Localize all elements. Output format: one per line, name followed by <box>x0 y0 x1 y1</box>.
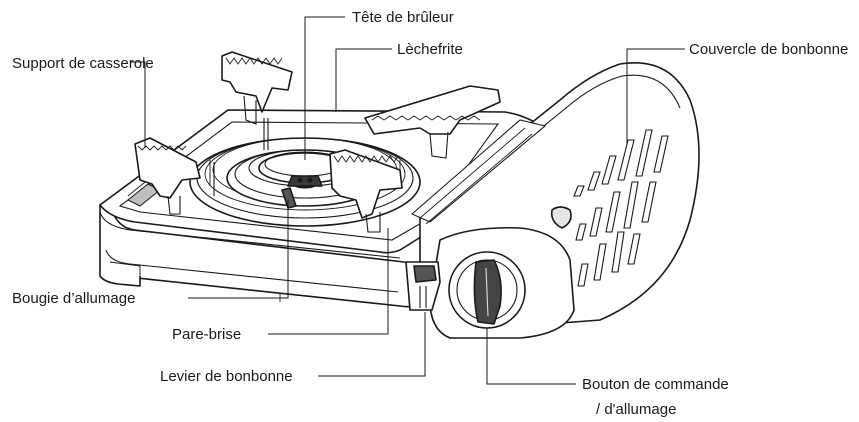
stove-illustration <box>99 51 700 339</box>
igniter-plug <box>281 187 297 209</box>
label-burner-head: Tête de brûleur <box>352 9 454 26</box>
label-pan-support: Support de casserole <box>12 55 154 72</box>
leader-canister-cover <box>626 48 685 145</box>
label-canister-lever: Levier de bonbonne <box>160 368 293 385</box>
pan-support <box>134 51 501 233</box>
leader-canister-lever <box>318 312 426 377</box>
label-canister-cover: Couvercle de bonbonne <box>689 41 848 58</box>
labels: Tête de brûleur Lèchefrite Support de ca… <box>12 9 848 418</box>
leader-drip-pan <box>335 48 392 112</box>
label-igniter-plug: Bougie d’allumage <box>12 290 135 307</box>
control-knob <box>448 251 526 329</box>
leader-lines <box>130 16 685 385</box>
leader-igniter-plug <box>188 200 289 299</box>
canister-cover-vents <box>573 129 669 287</box>
leader-burner-head <box>304 16 345 160</box>
label-control-knob-line1: Bouton de commande <box>582 376 729 393</box>
leader-control-knob <box>486 328 576 385</box>
label-windshield: Pare-brise <box>172 326 241 343</box>
label-control-knob-line2: / d'allumage <box>596 401 676 418</box>
leader-pan-support <box>130 61 146 148</box>
canister-lever <box>405 261 441 311</box>
leader-windshield <box>268 228 389 335</box>
label-drip-pan: Lèchefrite <box>397 41 463 58</box>
